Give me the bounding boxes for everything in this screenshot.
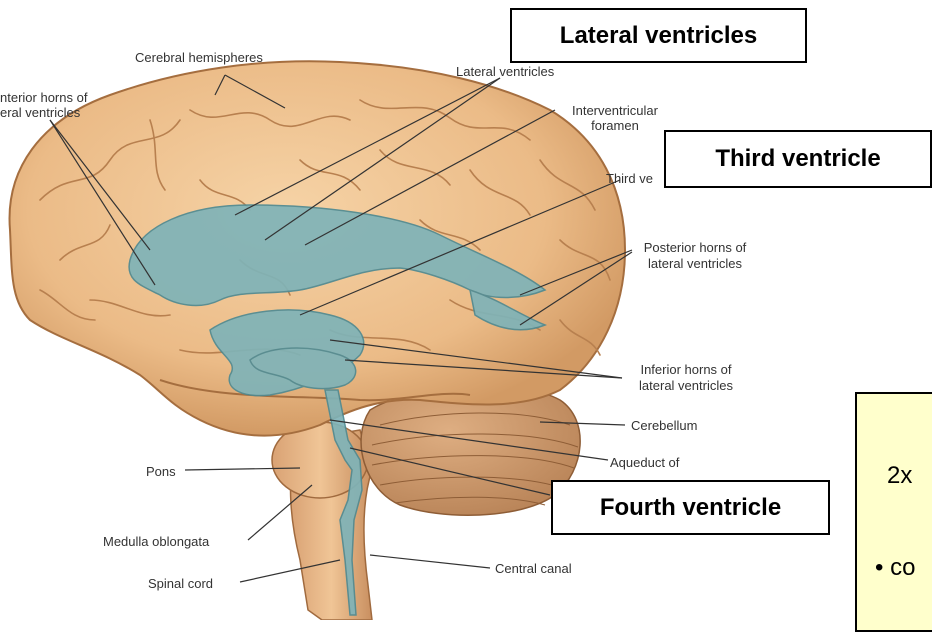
note-line-2: • co [875,554,915,582]
spinal-cord-label: Spinal cord [148,576,213,591]
anterior-horns-label-line2: eral ventricles [0,105,80,120]
lateral-ventricles-label: Lateral ventricles [456,64,554,79]
interventricular-foramen-label-line1: Interventricular [555,103,675,118]
inferior-horns-label-line2: lateral ventricles [626,378,746,393]
lateral-ventricles-callout: Lateral ventricles [510,8,807,63]
fourth-ventricle-callout: Fourth ventricle [551,480,830,535]
interventricular-foramen-label-line2: foramen [555,118,675,133]
posterior-horns-label-line2: lateral ventricles [630,256,760,271]
aqueduct-label: Aqueduct of [610,455,679,470]
central-canal-label: Central canal [495,561,572,576]
brainstem [272,422,372,620]
third-ventricle-callout: Third ventricle [664,130,932,188]
cerebellum-label: Cerebellum [631,418,697,433]
note-line-1: 2x [887,462,912,490]
pons-label: Pons [146,464,176,479]
anterior-horns-label-line1: nterior horns of [0,90,87,105]
cerebral-hemispheres-label: Cerebral hemispheres [135,50,263,65]
inferior-horns-label-line1: Inferior horns of [626,362,746,377]
third-ventricle-label: Third ve [606,171,653,186]
note-box: 2x • co [855,392,932,632]
medulla-oblongata-label: Medulla oblongata [103,534,209,549]
posterior-horns-label-line1: Posterior horns of [630,240,760,255]
